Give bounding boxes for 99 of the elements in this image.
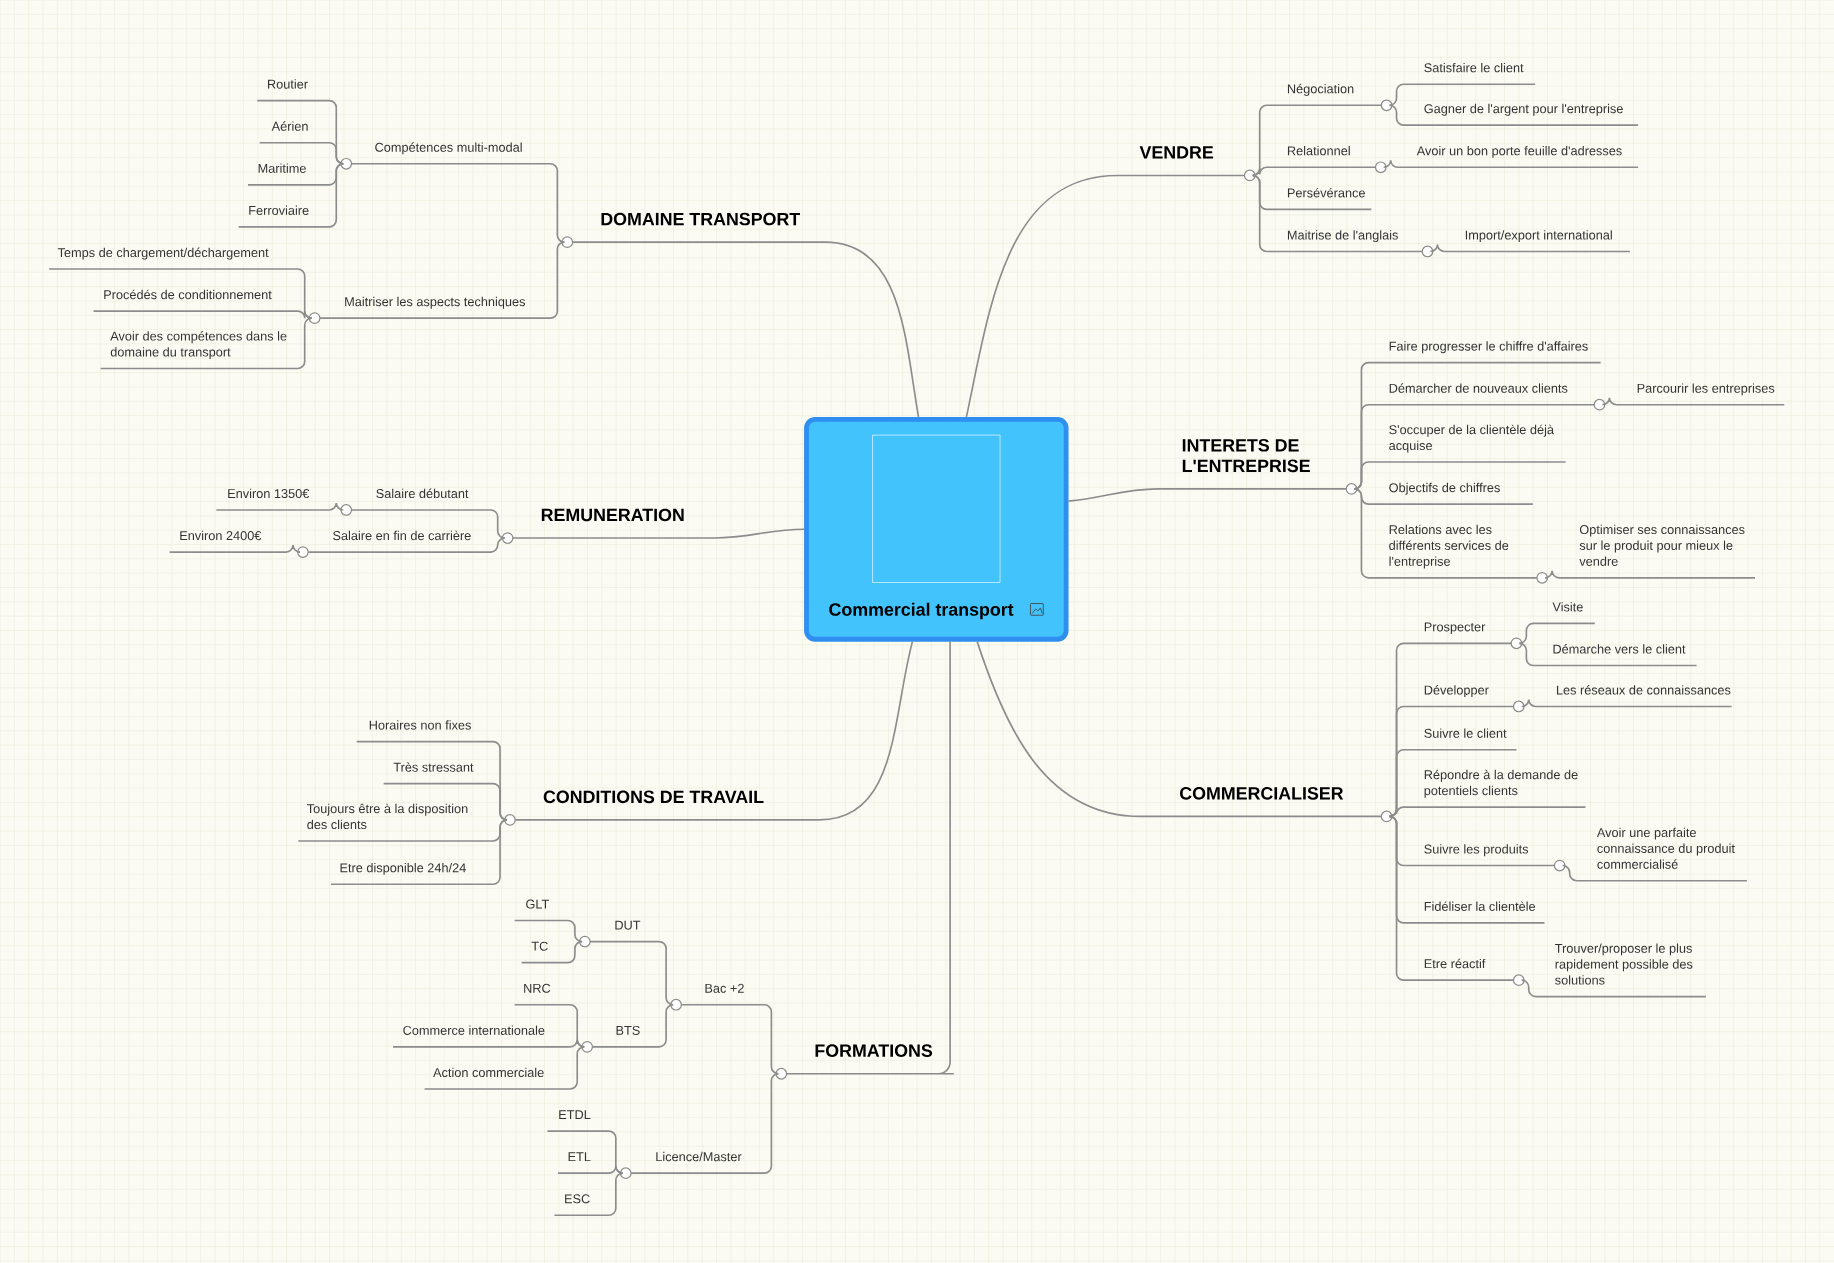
branch-line bbox=[553, 1172, 624, 1216]
branch-line bbox=[520, 940, 583, 964]
topic-text: Temps de chargement/déchargement bbox=[57, 247, 269, 260]
topic-text: Avoir un bon porte feuille d'adresses bbox=[1416, 145, 1622, 158]
branch-line bbox=[1520, 698, 1733, 708]
branch-heading: DOMAINE TRANSPORT bbox=[601, 212, 800, 226]
topic-text: BTS bbox=[616, 1025, 640, 1035]
branch-line bbox=[571, 241, 920, 418]
topic-text: Compétences multi-modal bbox=[375, 142, 522, 155]
topic-text: Bac +2 bbox=[705, 983, 744, 993]
topic-text: Maitrise de l'anglais bbox=[1287, 230, 1398, 242]
topic-text: ESC bbox=[565, 1194, 590, 1204]
topic-text: NRC bbox=[524, 983, 551, 993]
topic-text: Suivre les produits bbox=[1424, 844, 1529, 856]
topic-text: Fidéliser la clientèle bbox=[1424, 901, 1536, 911]
topic-text: Avoir des compétences dans le domaine du transport bbox=[110, 331, 287, 359]
branch-line bbox=[1388, 806, 1587, 818]
topic-text: Visite bbox=[1552, 602, 1583, 612]
branch-line bbox=[514, 640, 914, 821]
branch-line bbox=[1251, 174, 1424, 253]
branch-line bbox=[307, 537, 506, 553]
topic-text: TC bbox=[531, 941, 548, 951]
branch-line bbox=[330, 819, 508, 885]
branch-line bbox=[319, 241, 566, 319]
topic-text: Objectifs de chiffres bbox=[1389, 482, 1500, 495]
branch-line bbox=[513, 919, 583, 943]
topic-text: Action commerciale bbox=[433, 1067, 544, 1077]
branch-heading: COMMERCIALISER bbox=[1180, 786, 1344, 800]
topic-text: DUT bbox=[615, 920, 641, 930]
branch-heading: FORMATIONS bbox=[815, 1044, 933, 1057]
branch-line bbox=[630, 1072, 780, 1174]
topic-text: Environ 1350€ bbox=[228, 488, 310, 498]
topic-text: Relations avec les différents services de l'entreprise bbox=[1389, 524, 1509, 569]
branch-line bbox=[976, 640, 1383, 818]
topic-text: Routier bbox=[268, 79, 308, 89]
topic-text: Parcourir les entreprises bbox=[1637, 383, 1775, 396]
branch-line bbox=[589, 940, 674, 1006]
branch-line bbox=[1251, 166, 1377, 177]
topic-text: Persévérance bbox=[1287, 187, 1365, 198]
branch-line bbox=[1388, 104, 1639, 126]
branch-line bbox=[1518, 642, 1698, 667]
branch-line bbox=[1601, 396, 1786, 406]
branch-line bbox=[237, 162, 345, 228]
topic-text: Relationnel bbox=[1287, 145, 1350, 156]
topic-text: Environ 2400€ bbox=[180, 530, 262, 541]
topic-text: Salaire en fin de carrière bbox=[333, 530, 471, 541]
branch-line bbox=[1520, 979, 1707, 998]
branch-line bbox=[423, 1045, 586, 1090]
topic-text: S'occuper de la clientèle déjà acquise bbox=[1389, 424, 1554, 453]
topic-text: Optimiser ses connaissances sur le produit pour mieux le vendre bbox=[1579, 524, 1745, 566]
topic-text: Trouver/proposer le plus rapidement possible des solutions bbox=[1555, 943, 1693, 985]
topic-text: Aérien bbox=[271, 121, 308, 131]
topic-text: Répondre à la demande de potentiels clients bbox=[1424, 769, 1578, 798]
topic-text: Salaire débutant bbox=[376, 488, 469, 498]
topic-text: Démarche vers le client bbox=[1553, 644, 1686, 654]
topic-text: Import/export international bbox=[1465, 230, 1612, 242]
topic-text: Ferroviaire bbox=[249, 205, 309, 215]
topic-text: Toujours être à la disposition des clients bbox=[307, 803, 468, 829]
topic-text: Prospecter bbox=[1424, 622, 1486, 634]
topic-text: GLT bbox=[526, 899, 549, 909]
topic-text: Très stressant bbox=[393, 762, 474, 772]
topic-text: Horaires non fixes bbox=[369, 720, 471, 730]
branch-line bbox=[1544, 569, 1756, 579]
branch-line bbox=[557, 1165, 624, 1174]
topic-text: Licence/Master bbox=[656, 1151, 742, 1162]
topic-text: ETDL bbox=[559, 1110, 591, 1119]
branch-heading: VENDRE bbox=[1139, 146, 1214, 159]
branch-line bbox=[215, 502, 345, 511]
branch-line bbox=[1382, 159, 1639, 168]
topic-text: Les réseaux de connaissances bbox=[1556, 684, 1731, 695]
topic-text: Faire progresser le chiffre d'affaires bbox=[1389, 341, 1588, 354]
branch-line bbox=[1429, 243, 1631, 253]
topic-text: Etre disponible 24h/24 bbox=[340, 862, 466, 875]
branch-line bbox=[1067, 488, 1348, 502]
topic-text: Satisfaire le client bbox=[1424, 62, 1524, 73]
branch-line bbox=[591, 1003, 674, 1048]
topic-text: Maritime bbox=[258, 163, 306, 173]
topic-text: Procédés de conditionnement bbox=[104, 289, 272, 300]
topic-text: Développer bbox=[1424, 684, 1489, 697]
topic-text: Etre réactif bbox=[1424, 958, 1486, 969]
topic-text: Démarcher de nouveaux clients bbox=[1389, 383, 1568, 393]
branch-line bbox=[1561, 864, 1748, 882]
branch-line bbox=[512, 528, 805, 539]
branch-heading: CONDITIONS DE TRAVAIL bbox=[543, 790, 764, 804]
topic-text: Avoir une parfaite connaissance du produit commercialisé bbox=[1596, 827, 1735, 869]
branch-line bbox=[1388, 815, 1515, 981]
branch-heading: INTERETS DE L'ENTREPRISE bbox=[1182, 438, 1310, 472]
branch-line bbox=[965, 174, 1246, 418]
branch-line bbox=[99, 317, 313, 370]
branch-heading: REMUNERATION bbox=[541, 508, 684, 522]
branch-line bbox=[382, 782, 508, 821]
branch-line bbox=[168, 544, 301, 553]
topic-text: Négociation bbox=[1287, 83, 1354, 96]
topic-text: Commerce internationale bbox=[403, 1025, 545, 1035]
topic-text: Maitriser les aspects techniques bbox=[345, 296, 525, 309]
topic-text: ETL bbox=[568, 1152, 591, 1161]
branch-line bbox=[785, 640, 955, 1075]
topic-text: Suivre le client bbox=[1424, 728, 1507, 738]
topic-text: Gagner de l'argent pour l'entreprise bbox=[1424, 103, 1623, 116]
